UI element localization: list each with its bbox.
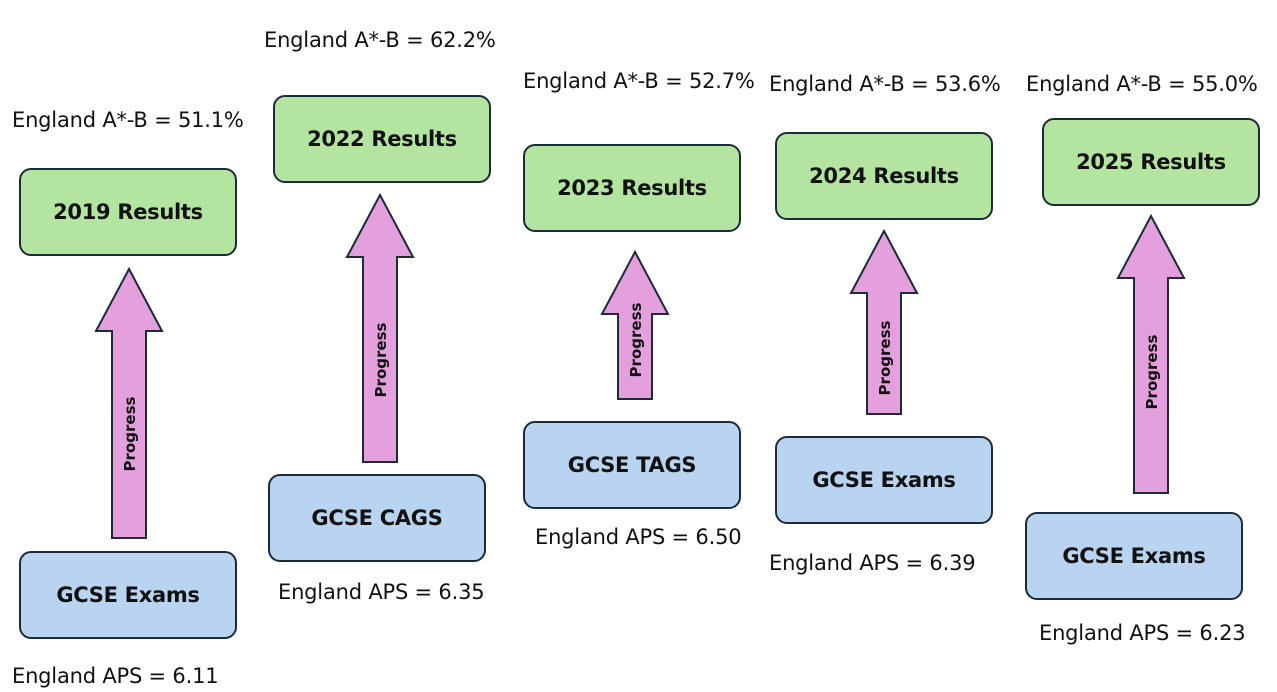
progress-arrow-label: Progress bbox=[627, 303, 645, 378]
result-stat-label: England A*-B = 52.7% bbox=[523, 69, 755, 93]
result-stat-label: England A*-B = 55.0% bbox=[1026, 72, 1258, 96]
progress-arrow-shape bbox=[94, 266, 164, 539]
input-box: GCSE CAGS bbox=[268, 474, 486, 562]
progress-arrow-shape bbox=[600, 249, 670, 400]
results-box: 2022 Results bbox=[273, 95, 491, 183]
aps-label: England APS = 6.39 bbox=[769, 551, 976, 575]
results-box: 2019 Results bbox=[19, 168, 237, 256]
progress-arrow-label: Progress bbox=[121, 397, 139, 472]
results-box: 2025 Results bbox=[1042, 118, 1260, 206]
input-box: GCSE Exams bbox=[1025, 512, 1243, 600]
progress-arrow: Progress bbox=[1116, 213, 1186, 494]
aps-label: England APS = 6.23 bbox=[1039, 621, 1246, 645]
input-box: GCSE Exams bbox=[19, 551, 237, 639]
progress-arrow: Progress bbox=[600, 249, 670, 400]
progress-arrow-shape bbox=[1116, 213, 1186, 494]
progress-arrow: Progress bbox=[94, 266, 164, 539]
progress-arrow: Progress bbox=[849, 228, 919, 415]
result-stat-label: England A*-B = 62.2% bbox=[264, 28, 496, 52]
progress-arrow-shape bbox=[849, 228, 919, 415]
progress-arrow-label: Progress bbox=[1143, 335, 1161, 410]
progress-arrow: Progress bbox=[345, 192, 415, 463]
result-stat-label: England A*-B = 51.1% bbox=[12, 108, 244, 132]
aps-label: England APS = 6.50 bbox=[535, 525, 742, 549]
aps-label: England APS = 6.35 bbox=[278, 580, 485, 604]
progress-arrow-label: Progress bbox=[876, 321, 894, 396]
result-stat-label: England A*-B = 53.6% bbox=[769, 72, 1001, 96]
input-box: GCSE TAGS bbox=[523, 421, 741, 509]
input-box: GCSE Exams bbox=[775, 436, 993, 524]
results-box: 2024 Results bbox=[775, 132, 993, 220]
progress-arrow-shape bbox=[345, 192, 415, 463]
aps-label: England APS = 6.11 bbox=[12, 664, 219, 688]
results-box: 2023 Results bbox=[523, 144, 741, 232]
progress-arrow-label: Progress bbox=[372, 323, 390, 398]
